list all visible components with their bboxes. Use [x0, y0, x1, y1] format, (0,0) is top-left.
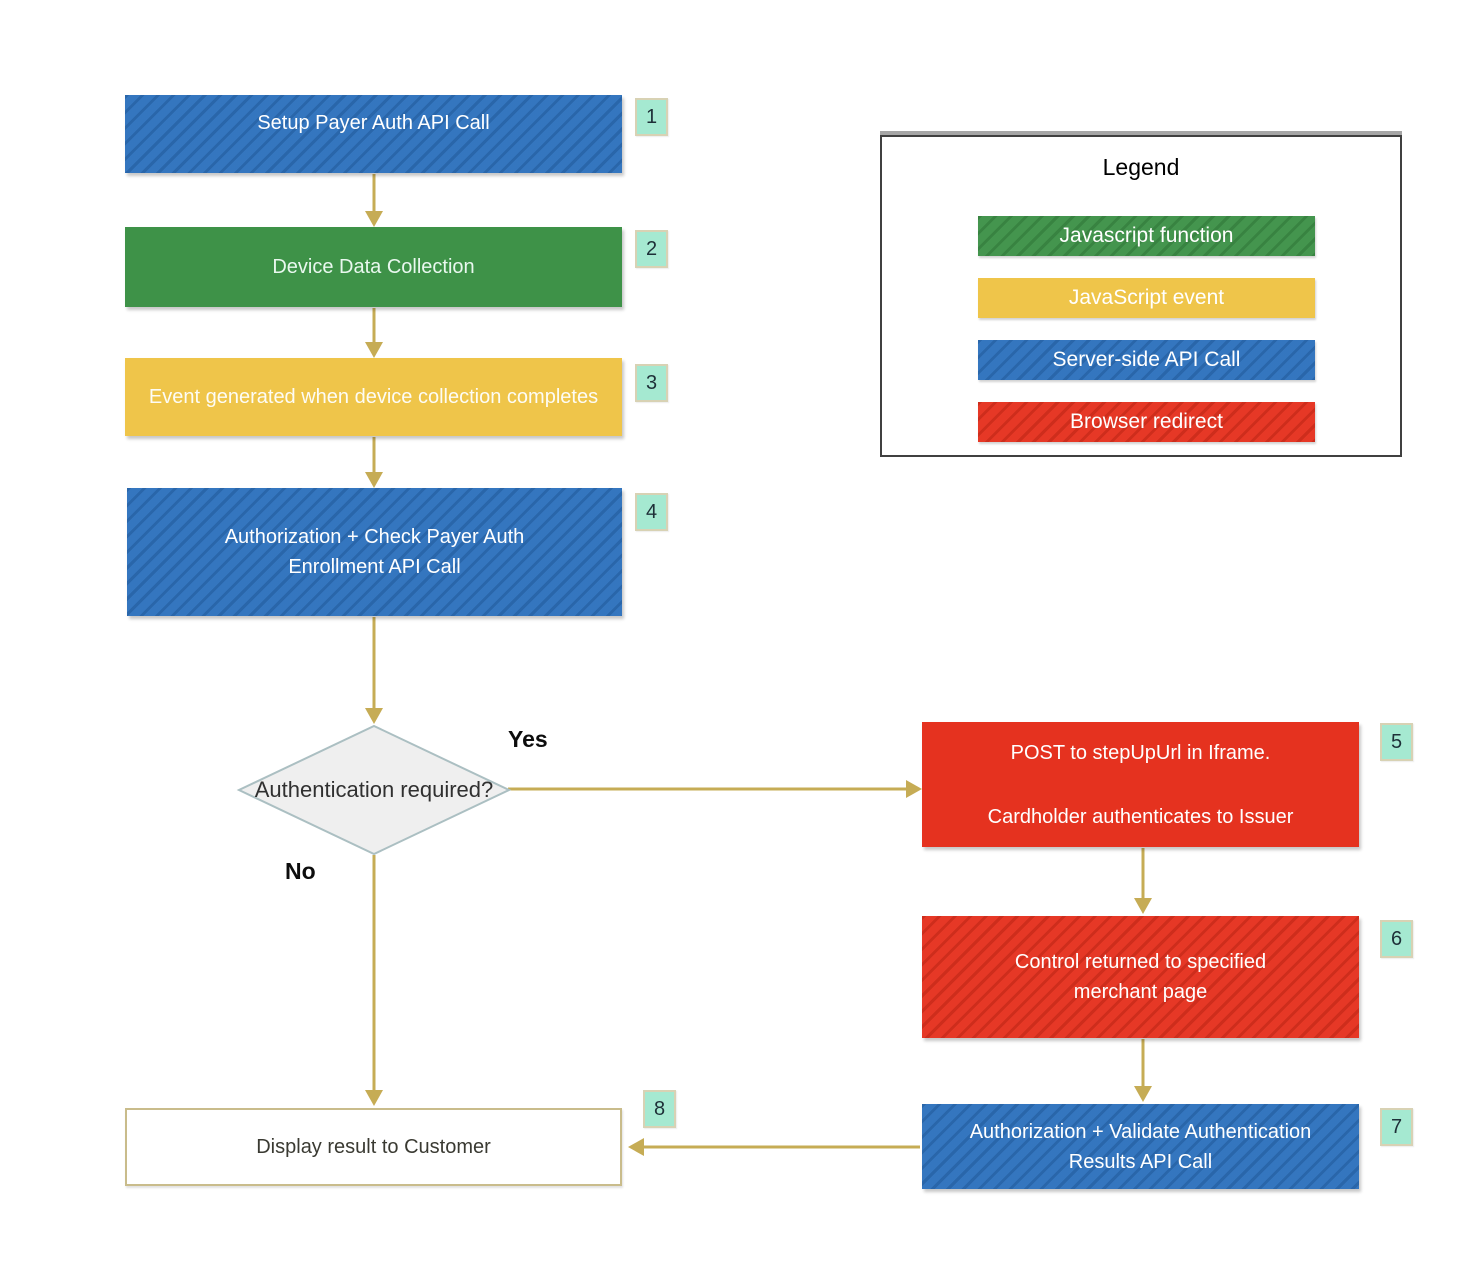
step-badge-8: 8: [643, 1090, 676, 1128]
step-badge-4: 4: [635, 493, 668, 531]
flow-box-label: Event generated when device collection c…: [148, 386, 599, 408]
flow-box-label: Authorization + Check Payer Auth Enrollm…: [224, 526, 525, 578]
legend-item-label: Server-side API Call: [1052, 348, 1241, 371]
flow-box-display-result: Display result to Customer: [125, 1108, 622, 1186]
arrowhead-step5-to-step6: [1134, 898, 1152, 914]
legend-item-javascript-event: JavaScript event: [978, 278, 1315, 318]
arrowhead-step2-to-step3: [365, 342, 383, 358]
step-badge-7: 7: [1380, 1108, 1413, 1146]
legend-item-label: Javascript function: [1059, 224, 1234, 247]
arrowhead-step4-to-decision: [365, 708, 383, 724]
step-badge-1: 1: [635, 98, 668, 136]
arrowhead-yes-decision-to-step5: [906, 780, 922, 798]
legend-item-label: JavaScript event: [1068, 286, 1225, 309]
arrowhead-no-decision-to-step8: [365, 1090, 383, 1106]
arrowhead-step6-to-step7: [1134, 1086, 1152, 1102]
flow-box-label: Display result to Customer: [256, 1136, 491, 1158]
no-branch-label: No: [285, 858, 316, 884]
arrowhead-step7-to-step8: [628, 1138, 644, 1156]
flow-box-line-1: POST to stepUpUrl in Iframe.: [1010, 741, 1271, 764]
flow-box-check-enrollment: Authorization + Check Payer Auth Enrollm…: [127, 488, 622, 616]
flow-box-stepup-post: POST to stepUpUrl in Iframe. Cardholder …: [922, 722, 1359, 847]
flow-box-device-data-collection: Device Data Collection: [125, 227, 622, 307]
flow-box-validate-results: Authorization + Validate Authentication …: [922, 1104, 1359, 1189]
step-badge-5: 5: [1380, 723, 1413, 761]
arrowhead-step1-to-step2: [365, 211, 383, 227]
legend-item-label: Browser redirect: [1070, 410, 1223, 433]
legend-item-server-side-api-call: Server-side API Call: [978, 340, 1315, 380]
decision-label: Authentication required?: [254, 777, 494, 803]
flow-box-label: Control returned to specified merchant p…: [1014, 951, 1267, 1003]
step-badge-2: 2: [635, 230, 668, 268]
step-badge-6: 6: [1380, 920, 1413, 958]
arrowhead-step3-to-step4: [365, 472, 383, 488]
flow-box-device-collection-event: Event generated when device collection c…: [125, 358, 622, 436]
legend-item-javascript-function: Javascript function: [978, 216, 1315, 256]
flow-box-setup-payer-auth: Setup Payer Auth API Call: [125, 95, 622, 173]
flow-box-label: Setup Payer Auth API Call: [257, 112, 490, 134]
legend-title: Legend: [1102, 154, 1180, 180]
flow-box-label: Device Data Collection: [272, 256, 475, 278]
flow-box-line-2: Cardholder authenticates to Issuer: [987, 805, 1294, 828]
step-badge-3: 3: [635, 364, 668, 402]
yes-branch-label: Yes: [508, 726, 548, 752]
legend-item-browser-redirect: Browser redirect: [978, 402, 1315, 442]
flow-box-control-returned: Control returned to specified merchant p…: [922, 916, 1359, 1038]
legend-box: Legend Javascript function JavaScript ev…: [880, 135, 1402, 457]
flow-box-label: Authorization + Validate Authentication …: [969, 1120, 1312, 1173]
